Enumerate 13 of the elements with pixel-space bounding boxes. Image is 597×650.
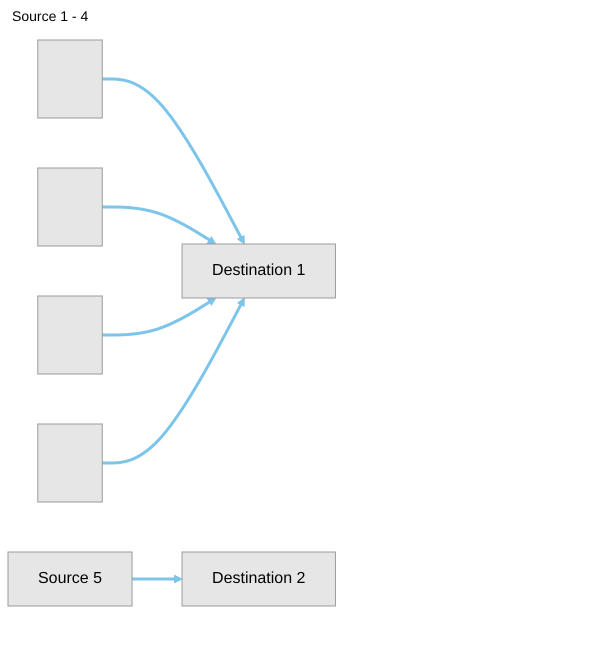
arrow bbox=[132, 574, 182, 584]
arrow bbox=[102, 298, 245, 464]
node-box: Destination 2 bbox=[182, 552, 336, 606]
node-box: Destination 1 bbox=[182, 244, 336, 298]
node-box bbox=[37, 40, 103, 118]
arrow bbox=[102, 298, 216, 336]
node-box bbox=[37, 424, 103, 502]
group-label: Source 1 - 4 bbox=[12, 8, 90, 24]
node-box: Source 5 bbox=[8, 552, 133, 606]
node-box bbox=[37, 296, 103, 374]
node-box bbox=[37, 168, 103, 246]
arrow bbox=[102, 206, 216, 244]
arrow bbox=[102, 78, 245, 244]
